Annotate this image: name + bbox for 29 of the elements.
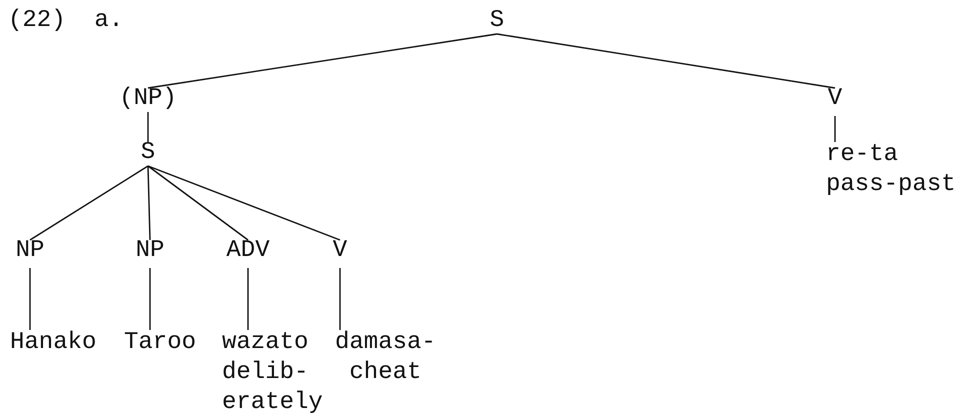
gloss-text: pass-past bbox=[826, 170, 956, 200]
category-label: S bbox=[490, 6, 504, 36]
category-label: (NP) bbox=[119, 84, 177, 114]
tree-branch bbox=[339, 268, 341, 330]
tree-branch bbox=[496, 33, 836, 89]
tree-branch bbox=[148, 33, 498, 89]
tree-branch bbox=[149, 268, 151, 330]
tree-branch bbox=[834, 116, 836, 142]
example-number: (22) a. bbox=[8, 6, 124, 36]
category-label: S bbox=[140, 138, 156, 168]
tree-branch bbox=[148, 165, 340, 241]
tree-branch bbox=[147, 166, 151, 240]
gloss-text: cheat bbox=[348, 358, 422, 388]
category-label: ADV bbox=[226, 236, 270, 266]
tree-branch bbox=[30, 165, 148, 241]
tree-branch bbox=[247, 268, 249, 330]
word-text: damasa- bbox=[335, 328, 436, 358]
tree-branch bbox=[147, 112, 149, 142]
word-text: wazato bbox=[222, 328, 310, 358]
tree-branch bbox=[148, 165, 248, 241]
category-label: NP bbox=[16, 236, 44, 266]
word-text: re-ta bbox=[826, 140, 900, 170]
category-label: NP bbox=[136, 236, 164, 266]
word-text: Hanako bbox=[10, 328, 96, 358]
word-text: Taroo bbox=[124, 328, 196, 358]
gloss-text: delib- erately bbox=[222, 358, 323, 417]
category-label: V bbox=[332, 236, 348, 266]
category-label: V bbox=[828, 84, 842, 114]
tree-branch bbox=[29, 268, 31, 330]
